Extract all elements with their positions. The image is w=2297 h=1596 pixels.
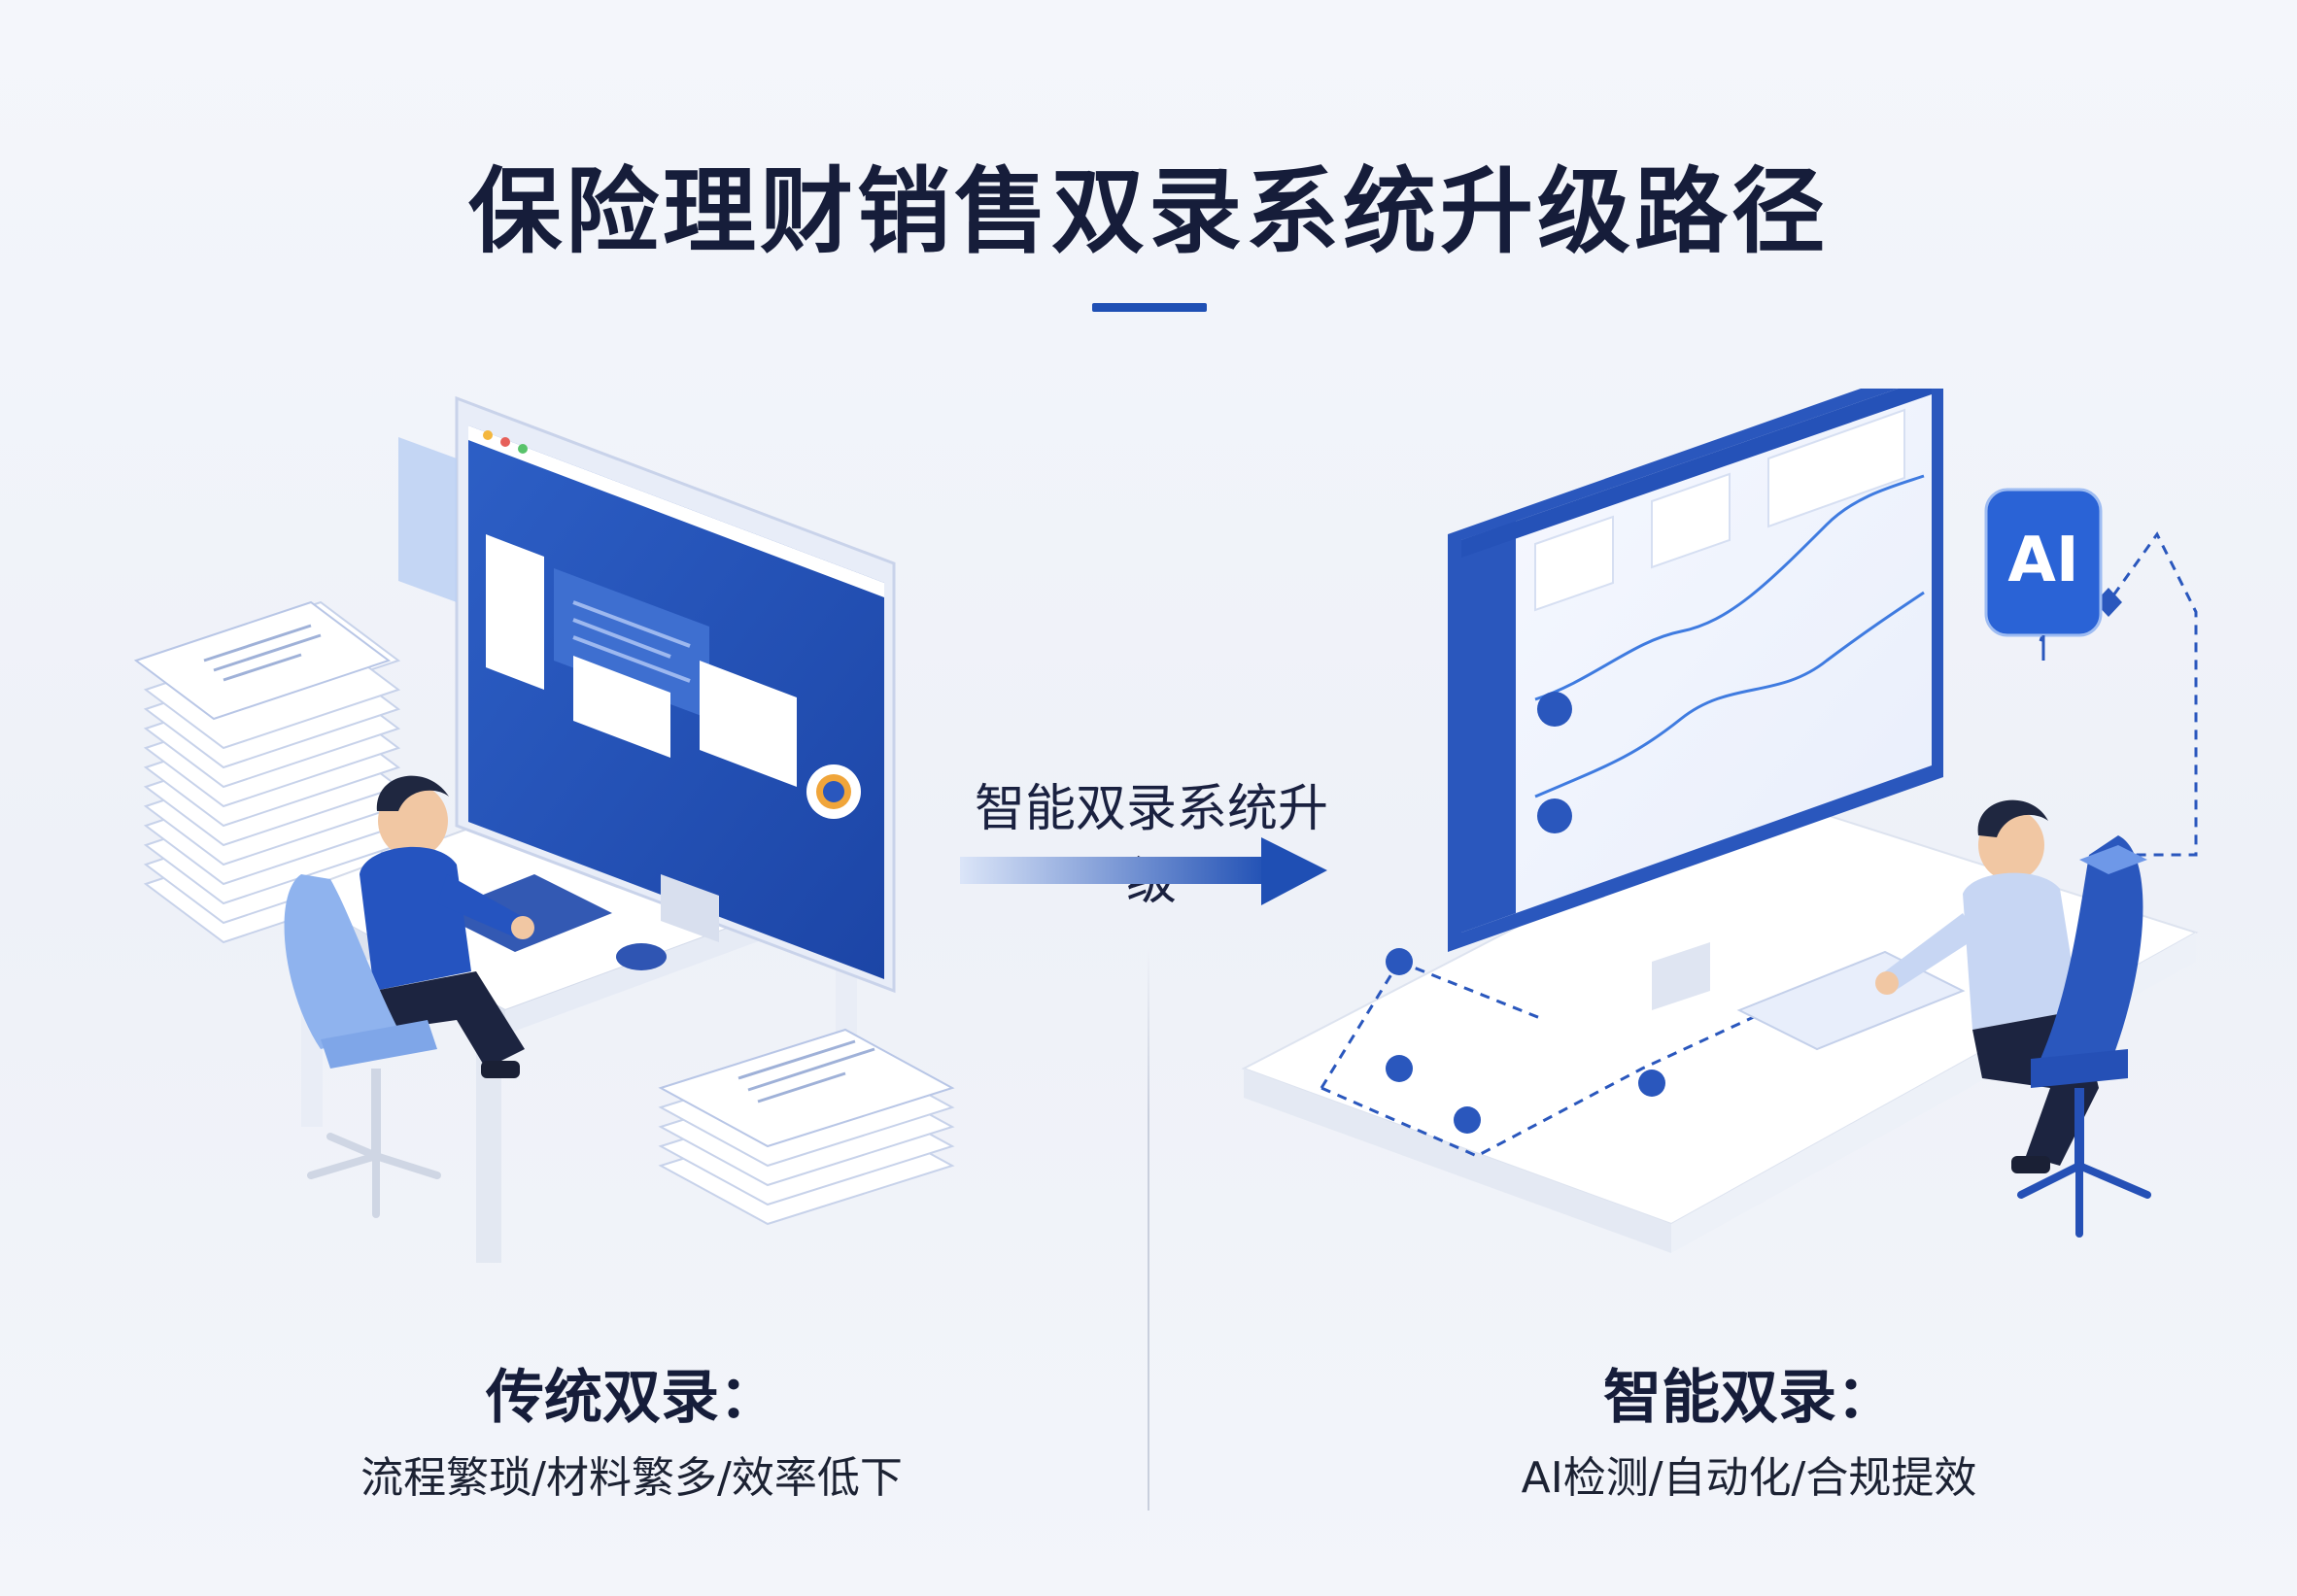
chair-left <box>284 874 441 1218</box>
intelligent-caption-title: 智能双录： <box>1603 1364 1895 1432</box>
traditional-caption-title: 传统双录： <box>486 1364 777 1432</box>
chair-right <box>2017 835 2151 1238</box>
paper-stack-left <box>133 600 401 944</box>
page-title: 保险理财销售双录系统升级路径 <box>468 157 1829 266</box>
intelligent-workstation-illustration <box>1241 389 2199 1253</box>
traditional-workstation-illustration <box>133 395 955 1263</box>
center-divider <box>1148 947 1149 1511</box>
person-left <box>360 775 534 1078</box>
ai-badge-icon: AI <box>1984 488 2103 661</box>
upgrade-label: 智能双录系统升级 <box>974 780 1328 911</box>
floating-document <box>398 437 457 602</box>
traditional-caption-subtitle: 流程繁琐/材料繁多/效率低下 <box>360 1453 903 1503</box>
monitor-left <box>455 395 896 994</box>
monitor-right <box>1448 389 1943 1010</box>
ai-badge-text: AI <box>2007 525 2078 596</box>
title-underline <box>1092 303 1207 312</box>
sensor-device <box>2079 845 2147 874</box>
keyboard-left <box>437 874 612 952</box>
intelligent-caption-subtitle: AI检测/自动化/合规提效 <box>1521 1453 1977 1503</box>
mouse-left <box>616 943 667 970</box>
upgrade-arrow <box>960 837 1327 905</box>
paper-stack-right <box>658 1028 955 1226</box>
